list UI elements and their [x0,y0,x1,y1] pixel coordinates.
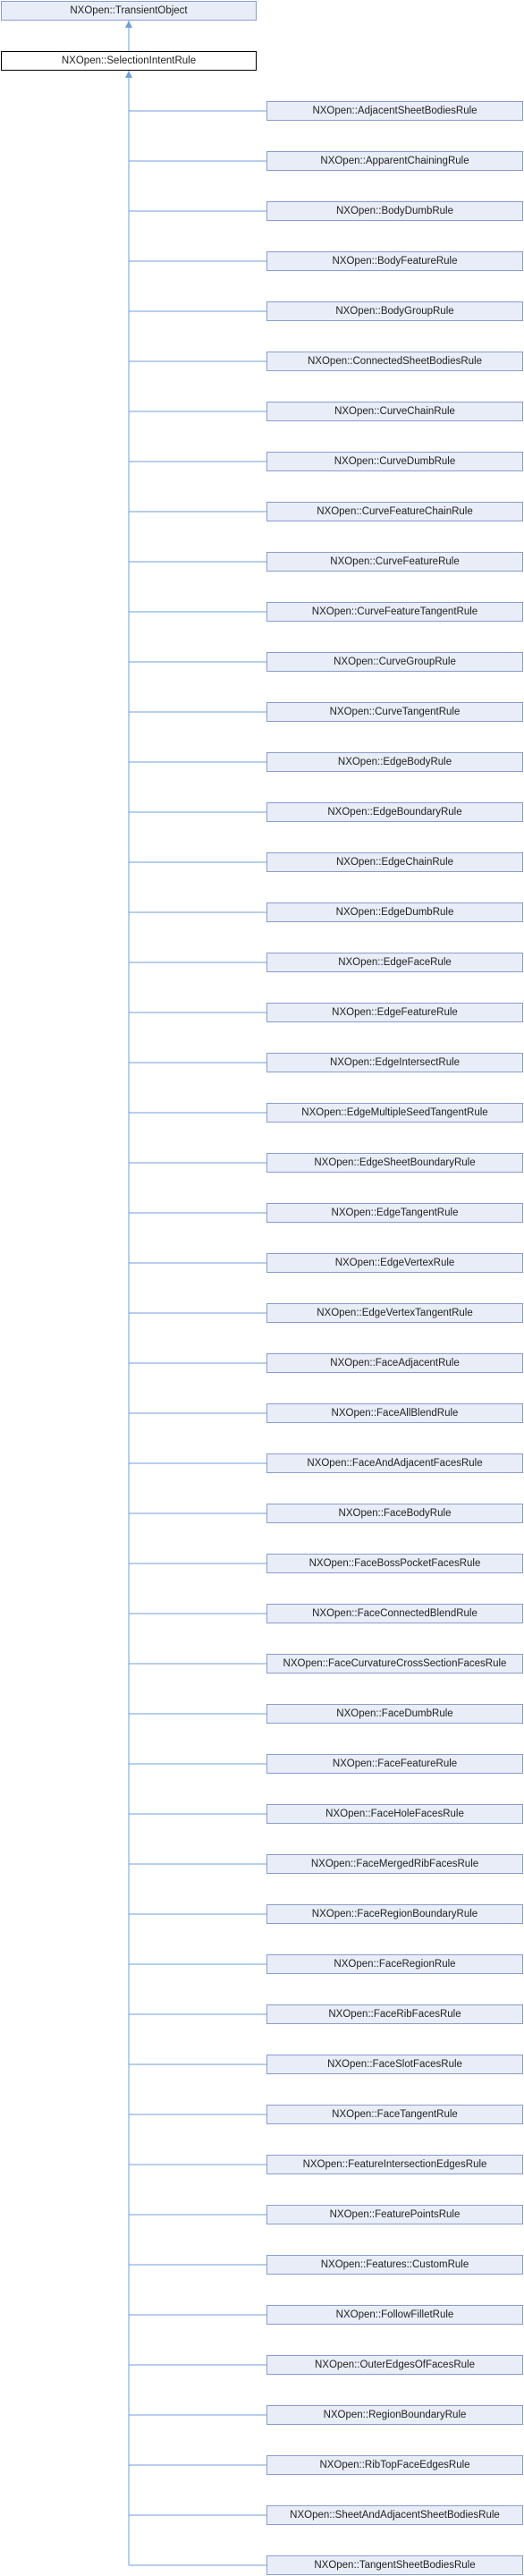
node-derived-class[interactable]: NXOpen::EdgeFaceRule [266,953,523,972]
node-derived-class[interactable]: NXOpen::EdgeDumbRule [266,902,523,922]
node-derived-class[interactable]: NXOpen::BodyFeatureRule [266,251,523,271]
node-derived-class[interactable]: NXOpen::OuterEdgesOfFacesRule [266,2355,523,2375]
node-derived-class[interactable]: NXOpen::EdgeIntersectRule [266,1053,523,1072]
node-derived-class[interactable]: NXOpen::FaceCurvatureCrossSectionFacesRu… [266,1654,523,1674]
node-derived-class[interactable]: NXOpen::FaceFeatureRule [266,1754,523,1774]
node-derived-class[interactable]: NXOpen::FollowFilletRule [266,2305,523,2325]
node-derived-class[interactable]: NXOpen::RegionBoundaryRule [266,2405,523,2425]
node-derived-class[interactable]: NXOpen::FaceDumbRule [266,1704,523,1724]
node-derived-class[interactable]: NXOpen::CurveChainRule [266,402,523,421]
node-derived-class[interactable]: NXOpen::FaceTangentRule [266,2105,523,2124]
node-derived-class[interactable]: NXOpen::CurveTangentRule [266,702,523,722]
node-derived-class[interactable]: NXOpen::SheetAndAdjacentSheetBodiesRule [266,2505,523,2525]
node-derived-class[interactable]: NXOpen::EdgeFeatureRule [266,1003,523,1022]
node-transient-object[interactable]: NXOpen::TransientObject [1,1,257,21]
node-derived-class[interactable]: NXOpen::ConnectedSheetBodiesRule [266,352,523,371]
node-derived-class[interactable]: NXOpen::EdgeBodyRule [266,752,523,772]
node-derived-class[interactable]: NXOpen::FeatureIntersectionEdgesRule [266,2155,523,2174]
node-derived-class[interactable]: NXOpen::FaceConnectedBlendRule [266,1604,523,1623]
node-derived-class[interactable]: NXOpen::CurveFeatureTangentRule [266,602,523,622]
node-derived-class[interactable]: NXOpen::FeaturePointsRule [266,2205,523,2224]
arrowhead-base [125,71,132,78]
node-derived-class[interactable]: NXOpen::FaceRegionRule [266,1954,523,1974]
node-derived-class[interactable]: NXOpen::FaceHoleFacesRule [266,1804,523,1824]
node-derived-class[interactable]: NXOpen::EdgeMultipleSeedTangentRule [266,1103,523,1123]
node-derived-class[interactable]: NXOpen::FaceAndAdjacentFacesRule [266,1453,523,1473]
node-derived-class[interactable]: NXOpen::BodyGroupRule [266,301,523,321]
node-derived-class[interactable]: NXOpen::FaceAdjacentRule [266,1353,523,1373]
node-derived-class[interactable]: NXOpen::EdgeVertexTangentRule [266,1303,523,1323]
node-derived-class[interactable]: NXOpen::EdgeVertexRule [266,1253,523,1273]
node-derived-class[interactable]: NXOpen::FaceMergedRibFacesRule [266,1854,523,1874]
node-derived-class[interactable]: NXOpen::FaceRegionBoundaryRule [266,1904,523,1924]
node-derived-class[interactable]: NXOpen::EdgeBoundaryRule [266,802,523,822]
node-derived-class[interactable]: NXOpen::FaceBossPocketFacesRule [266,1554,523,1573]
node-derived-class[interactable]: NXOpen::CurveFeatureRule [266,552,523,572]
node-derived-class[interactable]: NXOpen::Features::CustomRule [266,2255,523,2275]
node-derived-class[interactable]: NXOpen::EdgeTangentRule [266,1203,523,1223]
node-derived-class[interactable]: NXOpen::EdgeSheetBoundaryRule [266,1153,523,1173]
node-derived-class[interactable]: NXOpen::RibTopFaceEdgesRule [266,2455,523,2475]
node-derived-class[interactable]: NXOpen::BodyDumbRule [266,201,523,221]
node-derived-class[interactable]: NXOpen::TangentSheetBodiesRule [266,2555,523,2575]
node-derived-class[interactable]: NXOpen::FaceAllBlendRule [266,1403,523,1423]
node-derived-class[interactable]: NXOpen::CurveGroupRule [266,652,523,672]
node-derived-class[interactable]: NXOpen::EdgeChainRule [266,852,523,872]
node-derived-class[interactable]: NXOpen::FaceRibFacesRule [266,2004,523,2024]
node-selection-intent-rule: NXOpen::SelectionIntentRule [1,51,257,71]
node-derived-class[interactable]: NXOpen::ApparentChainingRule [266,151,523,171]
node-derived-class[interactable]: NXOpen::FaceSlotFacesRule [266,2055,523,2074]
node-derived-class[interactable]: NXOpen::CurveDumbRule [266,452,523,471]
arrowhead-root [125,21,132,28]
node-derived-class[interactable]: NXOpen::AdjacentSheetBodiesRule [266,101,523,121]
node-derived-class[interactable]: NXOpen::FaceBodyRule [266,1504,523,1523]
node-derived-class[interactable]: NXOpen::CurveFeatureChainRule [266,502,523,521]
